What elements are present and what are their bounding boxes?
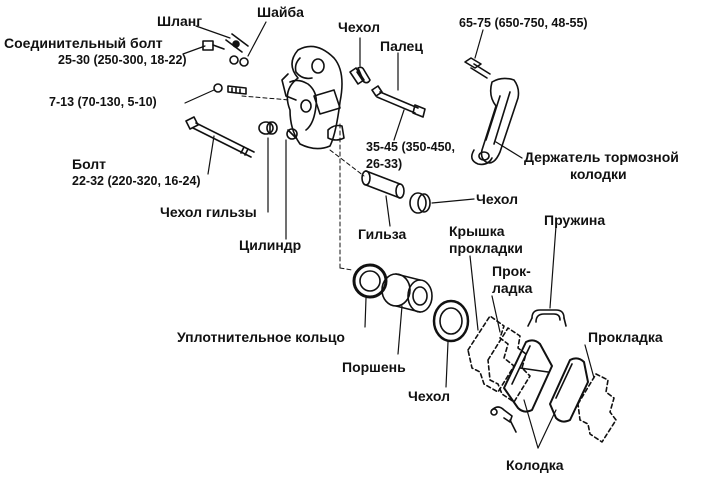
label-union-bolt-torque: 25-30 (250-300, 18-22) [58, 53, 187, 67]
pad-bracket [470, 77, 520, 166]
boot-top-part [349, 66, 371, 85]
shim-left [487, 327, 531, 403]
assembly-lines [241, 95, 365, 271]
label-sleeve-boot: Чехол гильзы [160, 204, 257, 220]
label-washer: Шайба [257, 4, 304, 20]
label-shim-1: Прок- [492, 263, 531, 279]
caliper-body [281, 45, 345, 150]
label-sleeve: Гильза [358, 226, 407, 242]
label-shim-cover-2: прокладки [449, 240, 523, 256]
shim-right [577, 373, 617, 443]
label-shim-cover-1: Крышка [449, 223, 505, 239]
label-bolt-torque: 22-32 (220-320, 16-24) [72, 174, 201, 188]
label-pin-torque-1: 35-45 (350-450, [366, 140, 455, 154]
boot-bottom-part [432, 299, 470, 343]
leader-lines [182, 21, 595, 449]
pad-right [549, 357, 589, 423]
seal-ring [352, 263, 388, 299]
shim-cover [467, 315, 515, 393]
spring-clip [527, 309, 567, 327]
sleeve [361, 170, 405, 199]
label-boot-bottom: Чехол [408, 388, 450, 404]
boot-right-part [409, 192, 431, 214]
union-bolt [202, 40, 225, 51]
guide-pin [371, 85, 426, 118]
label-spring: Пружина [544, 212, 606, 228]
label-boot-right: Чехол [476, 191, 518, 207]
piston [381, 273, 433, 313]
label-pad: Колодка [506, 457, 564, 473]
bracket-bolt [464, 57, 491, 79]
long-bolt [185, 116, 255, 158]
label-cylinder: Цилиндр [239, 237, 302, 253]
label-piston: Поршень [342, 359, 406, 375]
label-hose: Шланг [157, 13, 203, 29]
hose-fitting [225, 33, 249, 53]
label-bracket-2: колодки [570, 166, 627, 182]
bleeder-screw [213, 83, 247, 95]
label-bracket-1: Держатель тормозной [524, 149, 679, 165]
label-pin: Палец [380, 38, 423, 54]
washers-top [229, 55, 249, 67]
pad-left [503, 339, 553, 413]
label-shim-right: Прокладка [588, 329, 663, 345]
label-seal: Уплотнительное кольцо [177, 329, 345, 345]
label-bleeder-torque: 7-13 (70-130, 5-10) [49, 95, 157, 109]
label-pin-torque-2: 26-33) [366, 157, 403, 171]
label-bolt: Болт [72, 156, 107, 172]
label-boot-top: Чехол [338, 19, 380, 35]
label-shim-2: ладка [492, 280, 533, 296]
wear-indicator [490, 406, 517, 433]
sleeve-boot-left [258, 121, 278, 135]
label-bracket-torque: 65-75 (650-750, 48-55) [459, 16, 588, 30]
label-union-bolt: Соединительный болт [4, 35, 163, 51]
